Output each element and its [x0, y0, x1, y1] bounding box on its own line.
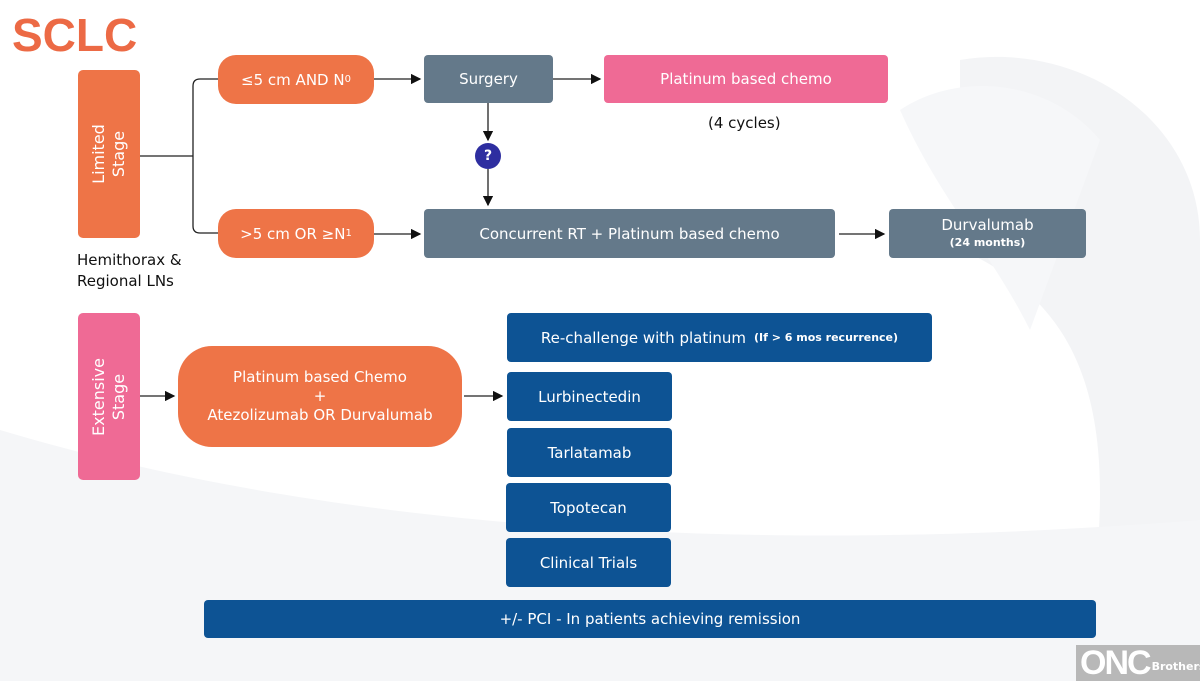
first-line-therapy-box: Platinum based Chemo + Atezolizumab OR D… [178, 346, 462, 447]
branch-small-label: ≤5 cm AND N [241, 70, 345, 89]
pci-box: +/- PCI - In patients achieving remissio… [204, 600, 1096, 638]
rechallenge-note: (If > 6 mos recurrence) [754, 331, 899, 344]
onc-brothers-logo: ONC Brothers [1076, 643, 1200, 682]
first-line-plus: + [313, 387, 327, 405]
limited-stage-box: Limited Stage [78, 70, 140, 238]
branch-large-subscript: 1 [345, 228, 352, 239]
adjuvant-chemo-box: Platinum based chemo [604, 55, 888, 103]
second-line-tarlatamab: Tarlatamab [507, 428, 672, 477]
extensive-stage-label: Extensive Stage [89, 357, 128, 436]
page-title: SCLC [12, 9, 138, 61]
durvalumab-label: Durvalumab [941, 215, 1034, 234]
limited-scope-note: Hemithorax & Regional LNs [77, 250, 182, 292]
rechallenge-label: Re-challenge with platinum [540, 328, 746, 347]
first-line-chemo: Platinum based Chemo [233, 368, 407, 386]
second-line-lurbinectedin: Lurbinectedin [507, 372, 672, 421]
second-line-clinical-trials: Clinical Trials [506, 538, 671, 587]
logo-brothers: Brothers [1151, 659, 1200, 673]
scope-note-line1: Hemithorax & [77, 251, 182, 269]
branch-large-label: >5 cm OR ≥N [240, 224, 346, 243]
durvalumab-duration: (24 months) [949, 235, 1026, 249]
surgery-box: Surgery [424, 55, 553, 103]
second-line-topotecan: Topotecan [506, 483, 671, 532]
question-icon: ? [475, 143, 501, 169]
extensive-stage-box: Extensive Stage [78, 313, 140, 480]
first-line-immunotherapy: Atezolizumab OR Durvalumab [207, 406, 433, 424]
rechallenge-platinum-box: Re-challenge with platinum (If > 6 mos r… [507, 313, 932, 362]
scope-note-line2: Regional LNs [77, 272, 174, 290]
limited-stage-label: Limited Stage [89, 124, 128, 184]
branch-small-subscript: 0 [344, 74, 351, 85]
concurrent-rt-chemo-box: Concurrent RT + Platinum based chemo [424, 209, 835, 258]
logo-onc: ONC [1080, 643, 1152, 682]
limited-bracket [140, 78, 218, 234]
durvalumab-consolidation-box: Durvalumab (24 months) [889, 209, 1086, 258]
adjuvant-cycles-note: (4 cycles) [708, 114, 781, 132]
